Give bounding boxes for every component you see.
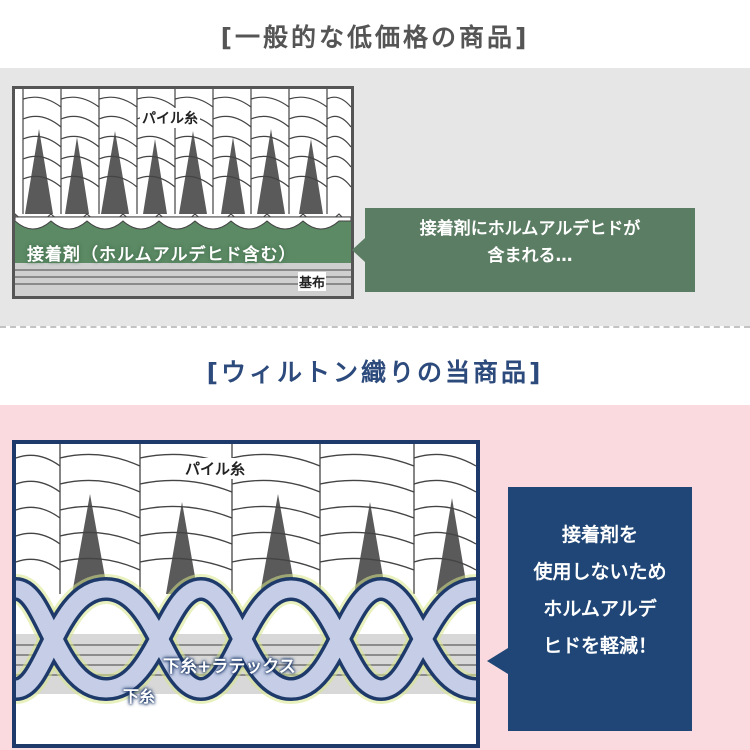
heading-wilton-product: [ウィルトン織りの当商品] [206,358,544,387]
generic-carpet-illustration [15,89,351,296]
callout-line: 使用しないため [533,561,667,584]
weft-latex-label: 下糸+ラテックス [163,657,296,677]
formaldehyde-reduction-callout: 接着剤を 使用しないため ホルムアルデ ヒドを軽減！ [508,487,692,731]
formaldehyde-warning-callout: 接着剤にホルムアルデヒドが 含まれる… [365,208,695,292]
base-cloth [15,263,351,296]
callout-pointer [487,648,508,674]
callout-line: 接着剤にホルムアルデヒドが [419,219,641,239]
pile-tufts [72,494,468,594]
adhesive-layer-top [15,216,351,230]
pile-tufts [25,129,323,214]
pile-yarn-label: パイル糸 [140,108,200,128]
section-divider [0,326,750,328]
base-cloth-label: 基布 [298,272,327,291]
callout-pointer [352,238,365,262]
pile-yarn-columns [16,444,476,594]
callout-line: 接着剤を [561,524,638,546]
base-cloth-texture [15,269,351,285]
callout-line: ヒドを軽減！ [542,635,657,658]
callout-line: 含まれる… [487,246,573,267]
weft-yarn-wave [16,573,476,705]
adhesive-label: 接着剤（ホルムアルデヒド含む） [27,245,297,265]
wilton-carpet-cross-section [12,440,480,748]
pile-yarn-label: パイル糸 [183,458,248,479]
weft-yarn-label: 下糸 [123,687,156,706]
callout-line: ホルムアルデ [543,598,657,621]
generic-carpet-cross-section [12,86,354,299]
heading-generic-product: [一般的な低価格の商品] [220,23,530,52]
wilton-carpet-illustration [16,444,476,705]
